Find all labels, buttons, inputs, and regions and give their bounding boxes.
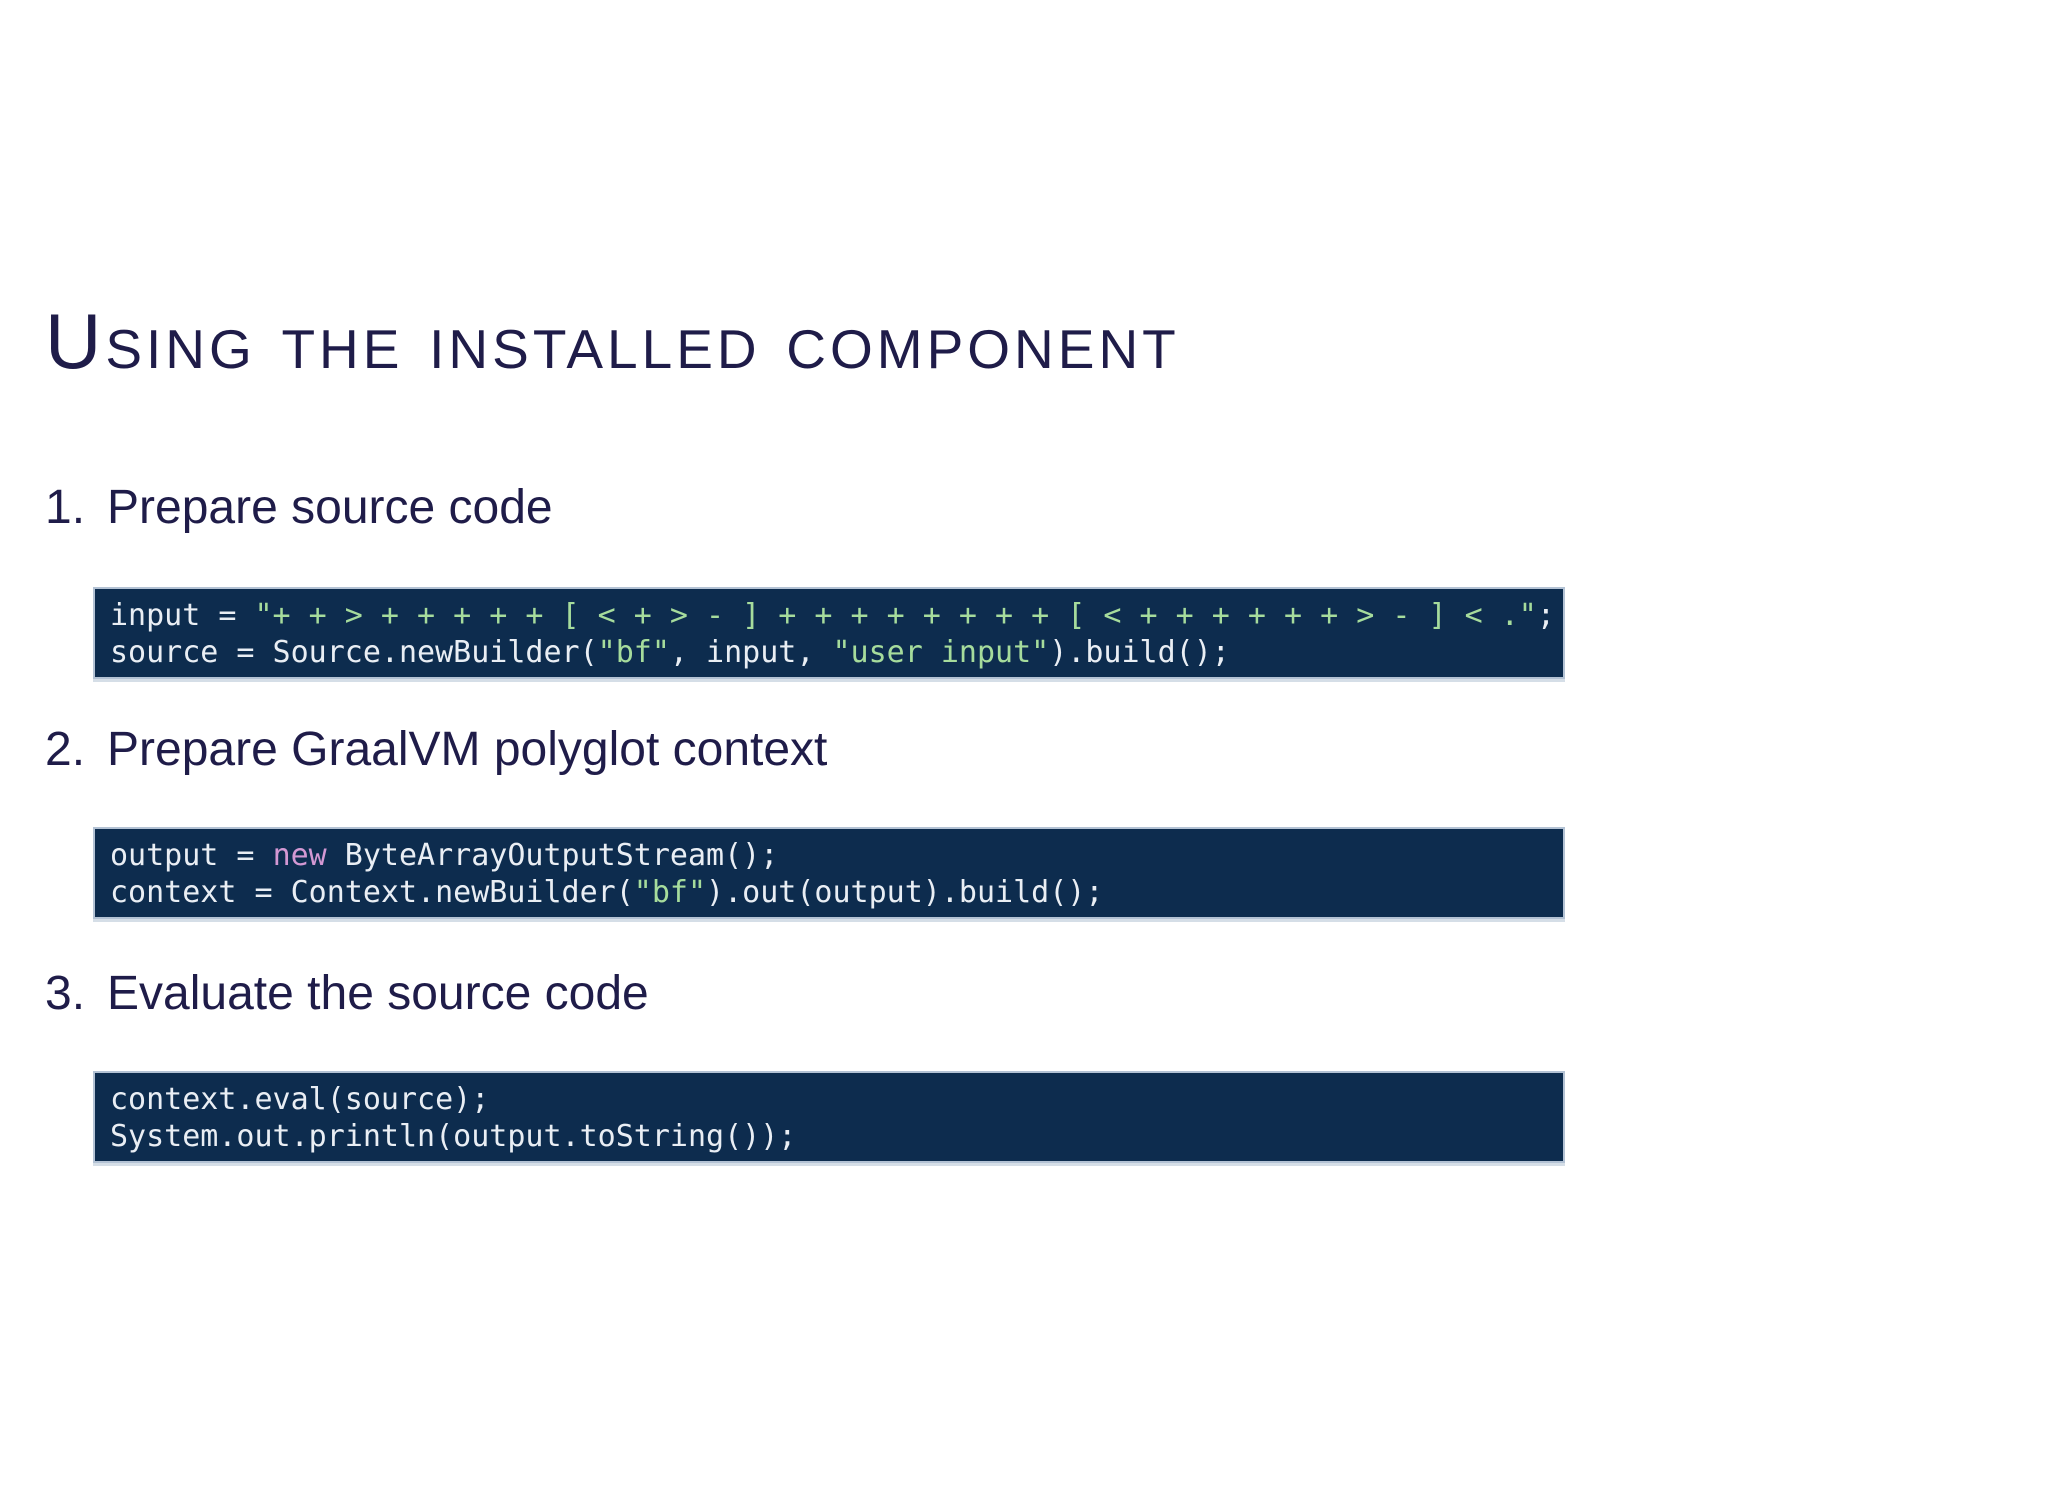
code-block-prepare-context: output = new ByteArrayOutputStream();con…: [93, 827, 1565, 919]
code-token: context.eval(source);: [110, 1082, 490, 1117]
step-label: Prepare source code: [107, 481, 553, 534]
code-token: "user input": [832, 635, 1050, 670]
code-line: context = Context.newBuilder("bf").out(o…: [110, 874, 1548, 911]
code-token: new: [272, 838, 327, 873]
step-label: Prepare GraalVM polyglot context: [107, 723, 828, 776]
step-number: 2.: [45, 723, 86, 776]
code-line: source = Source.newBuilder("bf", input, …: [110, 634, 1548, 671]
code-token: , input,: [669, 635, 833, 670]
step-heading-2: 2. Prepare GraalVM polyglot context: [45, 722, 827, 777]
code-token: "bf": [597, 635, 670, 670]
code-token: output =: [110, 838, 273, 873]
step-number: 3.: [45, 967, 86, 1020]
code-token: ;: [1536, 598, 1555, 633]
step-heading-3: 3. Evaluate the source code: [45, 966, 649, 1021]
code-token: "+ + > + + + + + [ < + > - ] + + + + + +…: [254, 598, 1537, 633]
code-token: ).build();: [1049, 635, 1230, 670]
code-token: source = Source.newBuilder(: [110, 635, 598, 670]
code-block-prepare-source: input = "+ + > + + + + + [ < + > - ] + +…: [93, 587, 1565, 679]
code-block-evaluate: context.eval(source);System.out.println(…: [93, 1071, 1565, 1163]
code-token: ByteArrayOutputStream();: [326, 838, 779, 873]
code-line: output = new ByteArrayOutputStream();: [110, 837, 1548, 874]
step-heading-1: 1. Prepare source code: [45, 480, 553, 535]
code-token: context = Context.newBuilder(: [110, 875, 634, 910]
step-label: Evaluate the source code: [107, 967, 649, 1020]
code-token: input =: [110, 598, 255, 633]
code-line: input = "+ + > + + + + + [ < + > - ] + +…: [110, 597, 1555, 634]
slide-title: Using the installed component: [45, 297, 1180, 385]
code-token: System.out.println(output.toString());: [110, 1119, 797, 1154]
code-line: System.out.println(output.toString());: [110, 1118, 1548, 1155]
code-token: "bf": [633, 875, 707, 910]
code-line: context.eval(source);: [110, 1081, 1548, 1118]
step-number: 1.: [45, 481, 86, 534]
code-token: ).out(output).build();: [706, 875, 1104, 910]
